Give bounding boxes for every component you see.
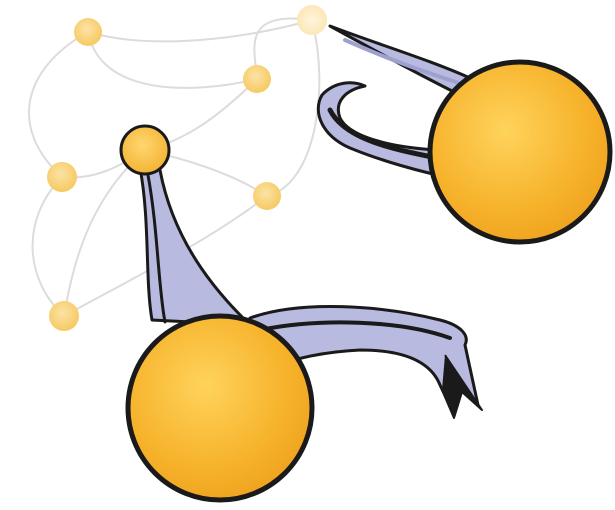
node-left — [47, 162, 77, 192]
edge-left-bottomleft — [33, 177, 64, 316]
node-hub-highlighted — [121, 126, 169, 174]
node-top-right-faded — [297, 5, 327, 35]
large-node-bottom — [128, 316, 312, 500]
node-bottom-left — [49, 301, 79, 331]
edge-topleft-topright — [88, 20, 312, 41]
node-mid-right — [243, 65, 271, 93]
node-top-left — [74, 18, 102, 46]
node-right — [253, 182, 281, 210]
large-node-right — [430, 62, 610, 242]
edge-topright-right — [267, 20, 319, 196]
tether-right-shadow — [345, 40, 465, 85]
edge-topleft-left — [29, 32, 88, 177]
